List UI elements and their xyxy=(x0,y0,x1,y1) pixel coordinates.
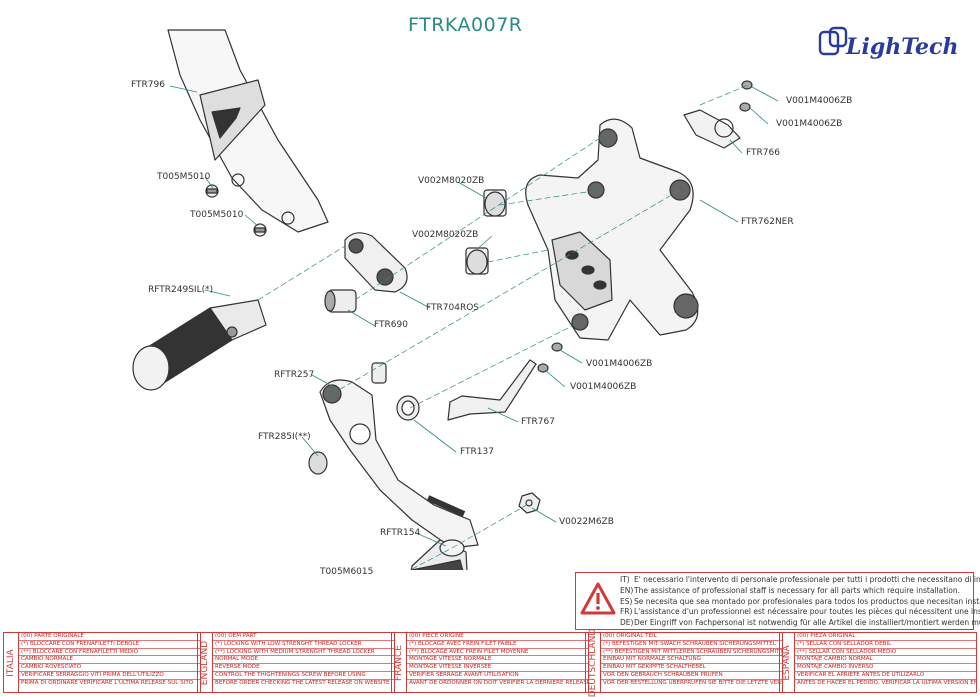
legend-row: VERIFICAR EL APRIETE ANTES DE UTILIZARLO xyxy=(795,672,976,680)
bolt-v001m4006zb-b xyxy=(739,102,751,112)
legend-row: CAMBIO NORMALE xyxy=(19,656,200,665)
installation-warning: IT)E' necessario l'intervento di persona… xyxy=(575,572,980,630)
legend-row: (**) BLOCAGE AVEC FREIN FILET MOYENNE xyxy=(407,649,588,657)
legend-row: (00) PARTE ORIGINALE xyxy=(19,633,200,641)
legend-row: MONTAGE VITESSE NORMALE xyxy=(407,656,588,665)
bearing-ftr137 xyxy=(396,395,420,421)
label-v001m4006zb-b: V001M4006ZB xyxy=(776,119,843,129)
bolt-v001m4006zb-a xyxy=(741,80,753,90)
parts-drawing xyxy=(132,29,779,570)
legend-country: ITALIA xyxy=(6,648,16,677)
legend-row: PRIMA DI ORDINARE VERIFICARE L'ULTIMA RE… xyxy=(21,679,194,686)
legend-row: (**) SELLAR CON SELLADOR MEDIO xyxy=(795,649,976,657)
plate-ftr704ros xyxy=(344,232,408,293)
legend-row: EINBAU MIT NORMALE SCHALTUNG xyxy=(601,656,782,665)
legend-row: REVERSE MODE xyxy=(213,664,394,672)
footpeg-rftr249sil xyxy=(132,299,267,391)
legend-italia: ITALIA (00) PARTE ORIGINALE (*) BLOCCARE… xyxy=(3,632,201,693)
label-rftr257: RFTR257 xyxy=(274,370,315,380)
legend-row: (00) PIEZA ORIGINAL xyxy=(795,633,976,641)
legend-row: (*) LOCKING WITH LOW STRENGHT THREAD LOC… xyxy=(213,641,394,649)
warning-line: IT)E' necessario l'intervento di persona… xyxy=(620,575,980,584)
legend-row: BEFORE ORDER CHECKING THE LATEST RELEASE… xyxy=(215,679,390,686)
warning-line: ES)Se necesita que sea montado por profe… xyxy=(620,596,980,606)
label-rftr249sil: RFTR249SIL(*) xyxy=(148,285,214,295)
lightech-logo: LighTech xyxy=(818,26,968,64)
legend-row: VOR DER BESTELLUNG ÜBERPRÜFEN SIE BITTE … xyxy=(603,679,782,686)
legend-row: AVANT DE ORDONNER ON DOIT VERIFIER LA DE… xyxy=(409,679,588,686)
pin-ftr285i xyxy=(308,451,328,475)
label-v002m8020zb-a: V002M8020ZB xyxy=(418,176,485,186)
bolt-v002m8020zb-a xyxy=(483,189,507,217)
legend-row: (*) BEFESTIGEN MIT SWACH SCHRAUBEN SICHE… xyxy=(601,641,782,649)
legend-england: ENGLAND (00) OEM PART (*) LOCKING WITH L… xyxy=(197,632,395,693)
legend-row: MONTAGE VITESSE INVERSEE xyxy=(407,664,588,672)
bolt-v001m4006zb-c xyxy=(551,342,563,352)
label-ftr137: FTR137 xyxy=(460,447,494,457)
lightech-logo-icon xyxy=(818,26,848,56)
logo-text: LighTech xyxy=(846,34,959,60)
legend-row: (*) BLOCAGE AVEC FREIN FILET FAIBLE xyxy=(407,641,588,649)
bolt-t005m5010-a xyxy=(205,184,219,198)
legend-row: VOR DEN GEBRAUCH SCHRAUBEN PRUFEN xyxy=(601,672,782,680)
legend-row: (*) SELLAR CON SELLADOR DEBIL xyxy=(795,641,976,649)
label-v001m4006zb-d: V001M4006ZB xyxy=(570,382,637,392)
legend-row: (**) LOCKING WITH MEDIUM STRENGHT THREAD… xyxy=(213,649,394,657)
label-v001m4006zb-a: V001M4006ZB xyxy=(786,96,853,106)
bracket-ftr766 xyxy=(683,109,741,149)
label-ftr285i: FTR285I(**) xyxy=(258,432,311,442)
legend-row: CONTROL THE THIGHTENINGS SCREW BEFORE US… xyxy=(213,672,394,680)
warning-lines: IT)E' necessario l'intervento di persona… xyxy=(620,575,980,629)
legend-espana: ESPAÑA (00) PIEZA ORIGINAL (*) SELLAR CO… xyxy=(779,632,977,693)
bolt-v002m8020zb-b xyxy=(465,247,489,275)
legend-row: (00) ORIGINAL TEIL xyxy=(601,633,782,641)
label-v002m8020zb-b: V002M8020ZB xyxy=(412,230,479,240)
label-t005m6015: T005M6015 xyxy=(320,567,374,577)
legend-row: ANTES DE HACER EL PEDIDO, VERIFICAR LA U… xyxy=(797,679,976,686)
label-ftr767: FTR767 xyxy=(521,417,555,427)
heel-guard-ftr796 xyxy=(167,29,329,233)
bracket-ftr767 xyxy=(447,359,537,421)
legend-row: VERIFICARE SERRAGGIO VITI PRIMA DELL'UTI… xyxy=(19,672,200,680)
label-rftr154: RFTR154 xyxy=(380,528,421,538)
legend-row: (00) OEM PART xyxy=(213,633,394,641)
nut-v0022m6zb xyxy=(518,492,541,514)
legend-country: ESPAÑA xyxy=(782,644,792,681)
label-v001m4006zb-c: V001M4006ZB xyxy=(586,359,653,369)
lever-rftr257 xyxy=(319,362,479,549)
legend-row: NORMAL MODE xyxy=(213,656,394,665)
legend-row: MONTAJE CAMBIO INVERSO xyxy=(795,664,976,672)
warning-triangle-icon xyxy=(580,582,616,615)
bolt-t005m5010-b xyxy=(253,223,267,237)
label-ftr690: FTR690 xyxy=(374,320,408,330)
legend-country: ENGLAND xyxy=(200,640,210,685)
spacer-ftr690 xyxy=(324,289,357,313)
legend-row: (**) BLOCCARE CON FRENAFILETTI MEDIO xyxy=(19,649,200,657)
label-t005m5010-a: T005M5010 xyxy=(157,172,211,182)
legend-deutschland: DEUTSCHLAND (00) ORIGINAL TEIL (*) BEFES… xyxy=(585,628,783,697)
legend-country: FRANCE xyxy=(394,644,404,681)
warning-line: DE)Der Eingriff von Fachpersonal ist not… xyxy=(620,618,980,628)
legend-country: DEUTSCHLAND xyxy=(588,628,598,697)
legend-row: CAMBIO ROVESCIATO xyxy=(19,664,200,672)
label-t005m5010-b: T005M5010 xyxy=(190,210,244,220)
label-ftr796: FTR796 xyxy=(131,80,165,90)
warning-line: EN)The assistance of professional staff … xyxy=(620,585,960,595)
warning-line: FR)L'assistance d'un professionnel est n… xyxy=(620,607,980,617)
legend-row: (*) BLOCCARE CON FRENAFILETTI DEBOLE xyxy=(19,641,200,649)
legend-row: VERIFIER SERRAGE AVANT UTILISATION xyxy=(407,672,588,680)
label-ftr704ros: FTR704ROS xyxy=(426,303,479,313)
label-v0022m6zb: V0022M6ZB xyxy=(559,517,614,527)
leader-lines xyxy=(169,85,779,547)
assembly-axes xyxy=(257,84,749,570)
label-ftr766: FTR766 xyxy=(746,148,780,158)
label-ftr762ner: FTR762NER xyxy=(741,217,794,227)
legend-france: FRANCE (00) PIECE ORIGINE (*) BLOCAGE AV… xyxy=(391,632,589,693)
legend-row: (**) BEFESTIGEN MIT MITTLEREN SCHRAUBEN … xyxy=(601,648,782,657)
legend-row: EINBAU MIT GEKIPPTE SCHALTHEBEL xyxy=(601,664,782,672)
legend-row: MONTAJE CAMBIO NORMAL xyxy=(795,656,976,665)
legend-row: (00) PIECE ORIGINE xyxy=(407,633,588,641)
diagram-title: FTRKA007R xyxy=(408,14,523,36)
